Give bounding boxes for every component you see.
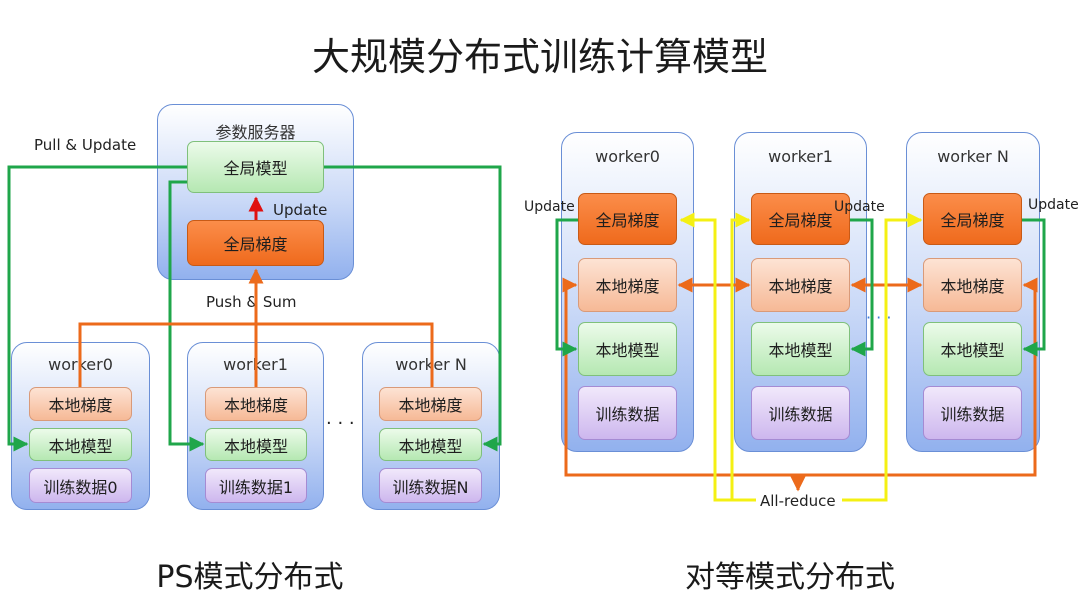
p2p-worker-0-train-data: 训练数据 xyxy=(578,386,677,440)
p2p-worker-n-global-grad: 全局梯度 xyxy=(923,193,1022,245)
ps-worker-n-local-grad: 本地梯度 xyxy=(379,387,482,421)
p2p-worker-n-train-data: 训练数据 xyxy=(923,386,1022,440)
ps-worker-0-train-data: 训练数据0 xyxy=(29,468,132,503)
ps-pull-update-lines xyxy=(7,165,502,452)
ps-global-grad-box: 全局梯度 xyxy=(187,220,324,266)
ps-worker-n-local-model: 本地模型 xyxy=(379,428,482,461)
p2p-worker-0-title: worker0 xyxy=(595,147,660,166)
ps-worker-0-local-model: 本地模型 xyxy=(29,428,132,461)
p2p-allreduce-lines xyxy=(679,212,923,502)
ps-worker-1-train-data: 训练数据1 xyxy=(205,468,307,503)
p2p-worker-1-title: worker1 xyxy=(768,147,833,166)
ps-worker-1-local-model: 本地模型 xyxy=(205,428,307,461)
ps-push-sum-lines xyxy=(78,268,434,387)
p2p-update-label-n: Update xyxy=(1028,197,1079,213)
ps-worker-1-local-grad: 本地梯度 xyxy=(205,387,307,421)
ps-update-label: Update xyxy=(273,201,328,219)
ps-global-model-box: 全局模型 xyxy=(187,141,324,193)
pull-update-label: Pull & Update xyxy=(34,136,137,154)
p2p-caption: 对等模式分布式 xyxy=(685,560,895,595)
ps-worker-0-local-grad: 本地梯度 xyxy=(29,387,132,421)
ps-caption: PS模式分布式 xyxy=(156,560,344,595)
p2p-update-lines xyxy=(555,218,1046,357)
p2p-worker-1-global-grad: 全局梯度 xyxy=(751,193,850,245)
p2p-worker-n-title: worker N xyxy=(937,147,1009,166)
ps-worker-n-train-data: 训练数据N xyxy=(379,468,482,503)
p2p-local-grad-lines xyxy=(562,277,1038,492)
diagram-title: 大规模分布式训练计算模型 xyxy=(311,35,768,79)
allreduce-label: All-reduce xyxy=(760,492,836,510)
p2p-worker-n-local-model: 本地模型 xyxy=(923,322,1022,376)
p2p-worker-0-local-model: 本地模型 xyxy=(578,322,677,376)
p2p-update-label-1: Update xyxy=(834,199,885,215)
push-sum-label: Push & Sum xyxy=(206,293,297,311)
p2p-worker-1-local-model: 本地模型 xyxy=(751,322,850,376)
p2p-worker-0-global-grad: 全局梯度 xyxy=(578,193,677,245)
ps-ellipsis: · · · xyxy=(326,413,355,434)
p2p-update-label-0: Update xyxy=(524,199,575,215)
p2p-worker-1-train-data: 训练数据 xyxy=(751,386,850,440)
parameter-server-title: 参数服务器 xyxy=(215,123,296,142)
